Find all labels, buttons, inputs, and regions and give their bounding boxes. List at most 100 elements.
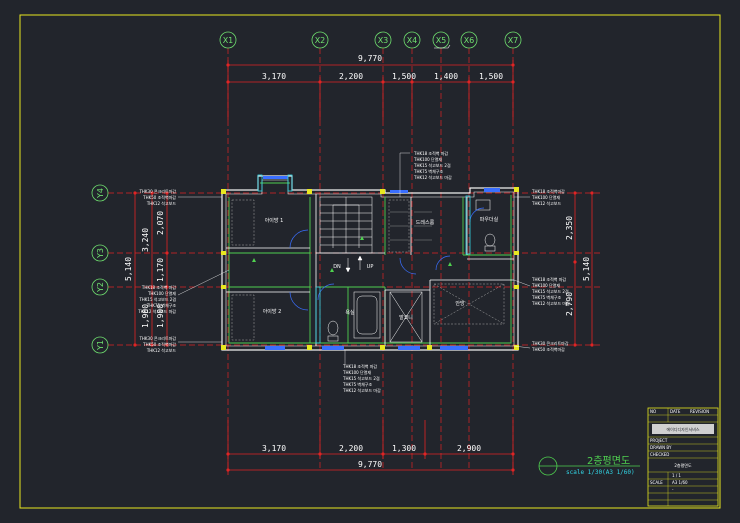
svg-text:THK50 조적벽마감: THK50 조적벽마감	[142, 341, 176, 347]
drawing-title-block: 2층평면도 scale 1/30(A3 1/60)	[538, 455, 640, 476]
room-label-balcony: 발코니	[399, 314, 413, 321]
annotation-leaders	[177, 152, 531, 365]
grid-label-x3: X3	[378, 36, 389, 45]
dim-bottom-seg-4: 2,900	[457, 444, 481, 453]
svg-text:THK75 벽체구조: THK75 벽체구조	[413, 168, 443, 174]
grid-axis-lines	[108, 48, 600, 470]
svg-text:THK75 벽체구조: THK75 벽체구조	[146, 302, 176, 308]
svg-text:THK18 조적벽 마감: THK18 조적벽 마감	[342, 363, 377, 369]
wardrobes	[231, 199, 505, 341]
svg-text:THK100 단열재: THK100 단열재	[531, 194, 560, 200]
svg-text:THK12 석고보드: THK12 석고보드	[146, 347, 176, 353]
grid-bubbles-y: Y4 Y3 Y2 Y1	[91, 184, 109, 354]
svg-text:REVISION: REVISION	[690, 409, 709, 414]
bottom-dimension-lines	[227, 420, 514, 475]
svg-text:THK30 콘크리트마감: THK30 콘크리트마감	[138, 335, 176, 341]
dim-top-seg-5: 1,500	[479, 72, 503, 81]
room-label-kid2: 아이방 2	[263, 308, 282, 315]
partitions	[226, 194, 514, 346]
grid-label-x4: X4	[407, 36, 418, 45]
dim-top-seg-2: 2,200	[339, 72, 363, 81]
doors	[289, 207, 485, 311]
windows	[263, 176, 500, 350]
sheet-title: 2층평면도	[674, 462, 692, 468]
dim-left-outer: 5,140	[124, 257, 133, 281]
grid-label-x5: X5	[436, 36, 447, 45]
dim-left-inner-1: 2,070	[156, 211, 165, 235]
right-dimension-lines	[574, 193, 593, 345]
svg-text:THK18 조적벽 마감: THK18 조적벽 마감	[141, 284, 176, 290]
grid-label-y3: Y3	[96, 248, 105, 259]
svg-text:THK30 콘크리트마감: THK30 콘크리트마감	[138, 188, 176, 194]
top-dimension-ticks	[226, 63, 515, 84]
stair	[319, 196, 373, 254]
grid-label-x6: X6	[464, 36, 475, 45]
bath-fixtures	[327, 199, 496, 342]
drawing-title: 2층평면도	[587, 455, 630, 467]
svg-text:CHECKED: CHECKED	[650, 452, 669, 457]
void-box	[389, 291, 423, 343]
grid-bubbles-x: X1 X2 X3 X4 X5 X6 X7	[219, 31, 522, 49]
dim-left-inner-3: 1,900	[156, 304, 165, 328]
svg-text:A3 1/60: A3 1/60	[672, 480, 688, 485]
svg-text:DATE: DATE	[670, 409, 681, 414]
drawing-scale: scale 1/30(A3 1/60)	[566, 469, 635, 476]
annotation-right-middle: THK18 조적벽 마감 THK100 단열재 THK15 석고보드 2겹 TH…	[531, 276, 570, 306]
stair-arrows	[345, 255, 363, 273]
room-label-master: 안방	[455, 300, 465, 307]
annotation-top-center: THK18 조적벽 마감 THK100 단열재 THK15 석고보드 2겹 TH…	[413, 150, 452, 180]
grid-label-y1: Y1	[96, 340, 105, 351]
grid-label-x1: X1	[223, 36, 234, 45]
grid-label-x2: X2	[315, 36, 326, 45]
svg-text:THK12 석고보드 마감: THK12 석고보드 마감	[413, 174, 452, 180]
svg-text:THK18 조적벽마감: THK18 조적벽마감	[531, 188, 565, 194]
dim-left-mid-2: 1,900	[141, 304, 150, 328]
dim-top-seg-1: 3,170	[262, 72, 286, 81]
svg-text:THK12 석고보드 마감: THK12 석고보드 마감	[137, 308, 176, 314]
svg-text:THK15 석고보드 2겹: THK15 석고보드 2겹	[342, 375, 380, 381]
grid-label-x7: X7	[508, 36, 519, 45]
svg-text:THK12 석고보드 마감: THK12 석고보드 마감	[342, 387, 381, 393]
svg-text:THK75 벽체구조: THK75 벽체구조	[342, 381, 372, 387]
room-label-kid1: 아이방 1	[265, 217, 284, 224]
svg-text:THK100 단열재: THK100 단열재	[147, 290, 176, 296]
svg-text:PROJECT: PROJECT	[650, 438, 668, 443]
svg-text:THK18 조적벽 마감: THK18 조적벽 마감	[531, 276, 566, 282]
svg-text:THK12 석고보드 마감: THK12 석고보드 마감	[531, 300, 570, 306]
annotation-bottom-center: THK18 조적벽 마감 THK100 단열재 THK15 석고보드 2겹 TH…	[342, 363, 381, 393]
svg-text:THK12 석고보드: THK12 석고보드	[531, 200, 561, 206]
annotation-right-lower: THK30 콘크리트마감 THK50 조적벽마감	[531, 340, 569, 352]
floor-markers	[252, 236, 452, 272]
svg-text:THK100 단열재: THK100 단열재	[413, 156, 442, 162]
annotation-right-upper: THK18 조적벽마감 THK100 단열재 THK12 석고보드	[531, 188, 565, 206]
annotation-left-lower: THK30 콘크리트마감 THK50 조적벽마감 THK12 석고보드	[138, 335, 176, 353]
closet-hangers	[390, 211, 432, 241]
grid-label-y4: Y4	[96, 188, 105, 199]
left-dimension-ticks	[133, 191, 169, 347]
drawing-frame	[19, 14, 721, 509]
dim-top-seg-4: 1,400	[434, 72, 458, 81]
dim-top-total: 9,770	[358, 54, 382, 63]
dim-bottom-total: 9,770	[358, 460, 382, 469]
dim-top-seg-3: 1,500	[392, 72, 416, 81]
grid-label-y2: Y2	[96, 282, 105, 293]
dim-right-inner-1: 2,350	[565, 216, 574, 240]
svg-text:THK50 조적벽마감: THK50 조적벽마감	[531, 346, 565, 352]
svg-text:THK30 콘크리트마감: THK30 콘크리트마감	[531, 340, 569, 346]
svg-text:NO: NO	[650, 409, 656, 414]
right-dimension-ticks	[573, 191, 594, 347]
room-label-powder: 파우더실	[480, 216, 499, 223]
svg-text:THK75 벽체구조: THK75 벽체구조	[531, 294, 561, 300]
svg-text:THK50 조적벽마감: THK50 조적벽마감	[142, 194, 176, 200]
floor-plan	[221, 174, 519, 351]
dim-right-inner-2: 2,790	[565, 292, 574, 316]
dim-bottom-seg-3: 1,300	[392, 444, 416, 453]
room-label-dn: DN	[333, 264, 341, 270]
annotation-left-upper: THK30 콘크리트마감 THK50 조적벽마감 THK12 석고보드	[138, 188, 176, 206]
dim-left-mid-1: 3,240	[141, 228, 150, 252]
svg-text:THK15 석고보드 2겹: THK15 석고보드 2겹	[531, 288, 569, 294]
svg-text:THK15 석고보드 2겹: THK15 석고보드 2겹	[138, 296, 176, 302]
left-dimension-lines	[134, 193, 168, 345]
svg-text:-: -	[672, 487, 674, 492]
